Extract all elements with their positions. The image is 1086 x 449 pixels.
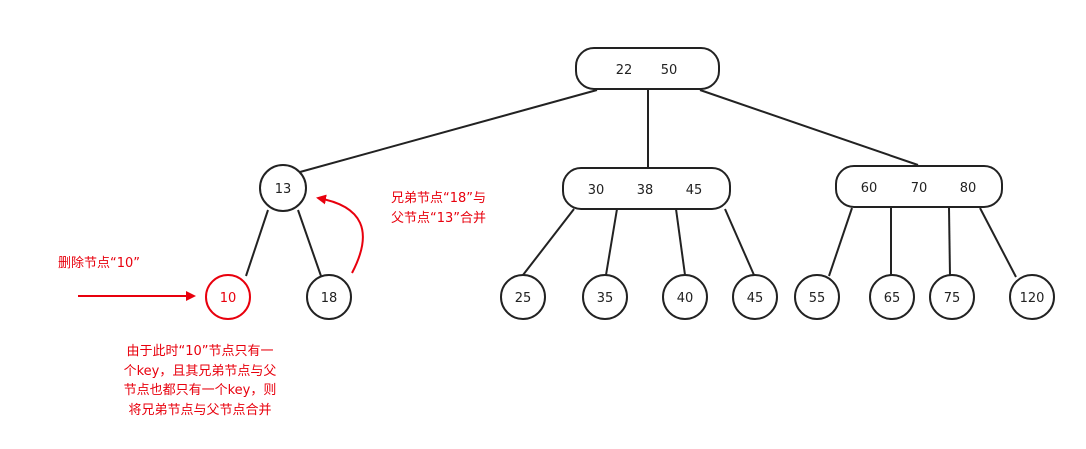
leaf-node: 35 <box>582 274 628 320</box>
key: 75 <box>944 291 961 306</box>
explanation-line: 节点也都只有一个key，则 <box>123 383 277 398</box>
key: 18 <box>321 291 338 306</box>
node-13: 13 <box>259 164 307 212</box>
key: 35 <box>597 291 614 306</box>
edge-13-18 <box>297 209 322 277</box>
edge-13-10 <box>245 209 269 277</box>
explanation-text: 由于此时“10”节点只有一 个key，且其兄弟节点与父 节点也都只有一个key，… <box>100 342 300 420</box>
leaf-node-deleted: 10 <box>205 274 251 320</box>
key: 55 <box>809 291 826 306</box>
key: 13 <box>275 182 292 197</box>
key: 60 <box>861 181 878 196</box>
key: 25 <box>515 291 532 306</box>
root-node: 22 50 <box>575 47 720 90</box>
key: 38 <box>637 183 654 198</box>
key: 50 <box>661 63 678 78</box>
edge-right-55 <box>828 207 853 277</box>
node-60-70-80: 60 70 80 <box>835 165 1003 208</box>
merge-label: 兄弟节点“18”与 父节点“13”合并 <box>391 189 486 228</box>
delete-label: 删除节点“10” <box>58 256 141 271</box>
edge-right-120 <box>979 207 1017 278</box>
explanation-line: 个key，且其兄弟节点与父 <box>123 363 277 379</box>
key: 80 <box>960 181 977 196</box>
edge-mid-25 <box>522 208 575 276</box>
edge-right-75 <box>948 207 951 277</box>
leaf-node: 55 <box>794 274 840 320</box>
leaf-node: 40 <box>662 274 708 320</box>
leaf-node: 18 <box>306 274 352 320</box>
key: 10 <box>220 291 237 306</box>
key: 120 <box>1020 291 1045 306</box>
key: 45 <box>747 291 764 306</box>
key: 40 <box>677 291 694 306</box>
key: 45 <box>686 183 703 198</box>
edge-mid-45 <box>724 208 755 276</box>
leaf-node: 120 <box>1009 274 1055 320</box>
key: 70 <box>911 181 928 196</box>
node-30-38-45: 30 38 45 <box>562 167 731 210</box>
annotation-arrows <box>78 194 364 301</box>
tree-edges <box>245 89 1017 278</box>
merge-label-line: 兄弟节点“18”与 <box>391 191 487 206</box>
edge-root-right <box>699 89 919 166</box>
edge-mid-40 <box>675 208 686 276</box>
explanation-line: 由于此时“10”节点只有一 <box>126 344 274 359</box>
leaf-nodes: 10 18 25 35 40 45 55 65 75 120 <box>205 274 1055 320</box>
edge-root-13 <box>299 89 598 173</box>
leaf-node: 75 <box>929 274 975 320</box>
leaf-node: 45 <box>732 274 778 320</box>
key: 22 <box>616 63 633 78</box>
key: 30 <box>588 183 605 198</box>
merge-label-line: 父节点“13”合并 <box>391 210 487 226</box>
key: 65 <box>884 291 901 306</box>
explanation-line: 将兄弟节点与父节点合并 <box>128 402 272 418</box>
edge-mid-35 <box>605 208 618 276</box>
merge-arrow <box>316 194 364 274</box>
leaf-node: 65 <box>869 274 915 320</box>
leaf-node: 25 <box>500 274 546 320</box>
